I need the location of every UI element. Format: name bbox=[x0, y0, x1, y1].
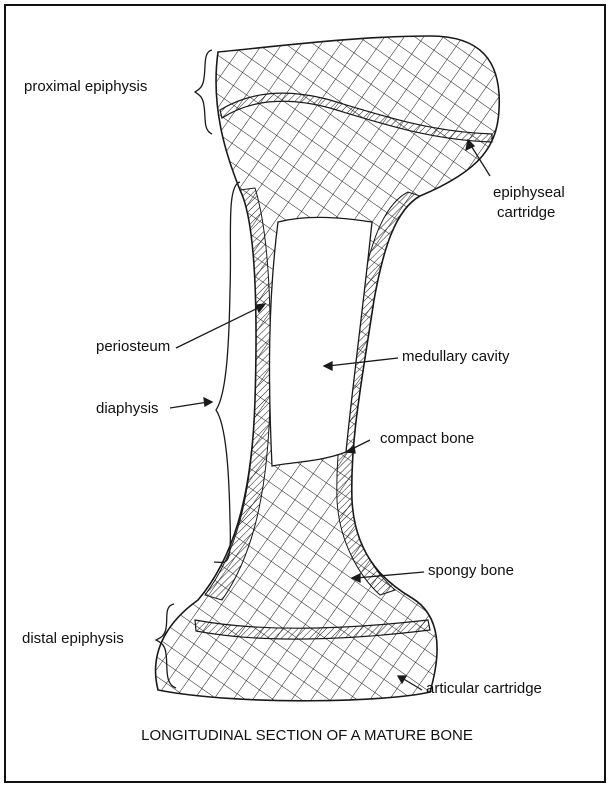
label-diaphysis: diaphysis bbox=[96, 400, 159, 418]
label-distal-epiphysis: distal epiphysis bbox=[22, 630, 124, 648]
figure-caption: LONGITUDINAL SECTION OF A MATURE BONE bbox=[0, 727, 614, 744]
arrow-diaphysis bbox=[170, 402, 208, 408]
label-compact-bone: compact bone bbox=[380, 430, 474, 448]
label-epiphyseal-cartridge-line1: epiphyseal bbox=[493, 184, 565, 202]
label-epiphyseal-cartridge-line2: cartridge bbox=[497, 204, 555, 222]
label-proximal-epiphysis: proximal epiphysis bbox=[24, 78, 147, 96]
label-spongy-bone: spongy bone bbox=[428, 562, 514, 580]
label-periosteum: periosteum bbox=[96, 338, 170, 356]
proximal-epiphysis-brace bbox=[195, 50, 212, 134]
medullary-cavity-region bbox=[270, 217, 372, 466]
diaphysis-brace bbox=[214, 182, 240, 562]
label-medullary-cavity: medullary cavity bbox=[402, 348, 510, 366]
arrow-periosteum bbox=[176, 306, 262, 348]
label-articular-cartridge: articular cartridge bbox=[426, 680, 542, 698]
